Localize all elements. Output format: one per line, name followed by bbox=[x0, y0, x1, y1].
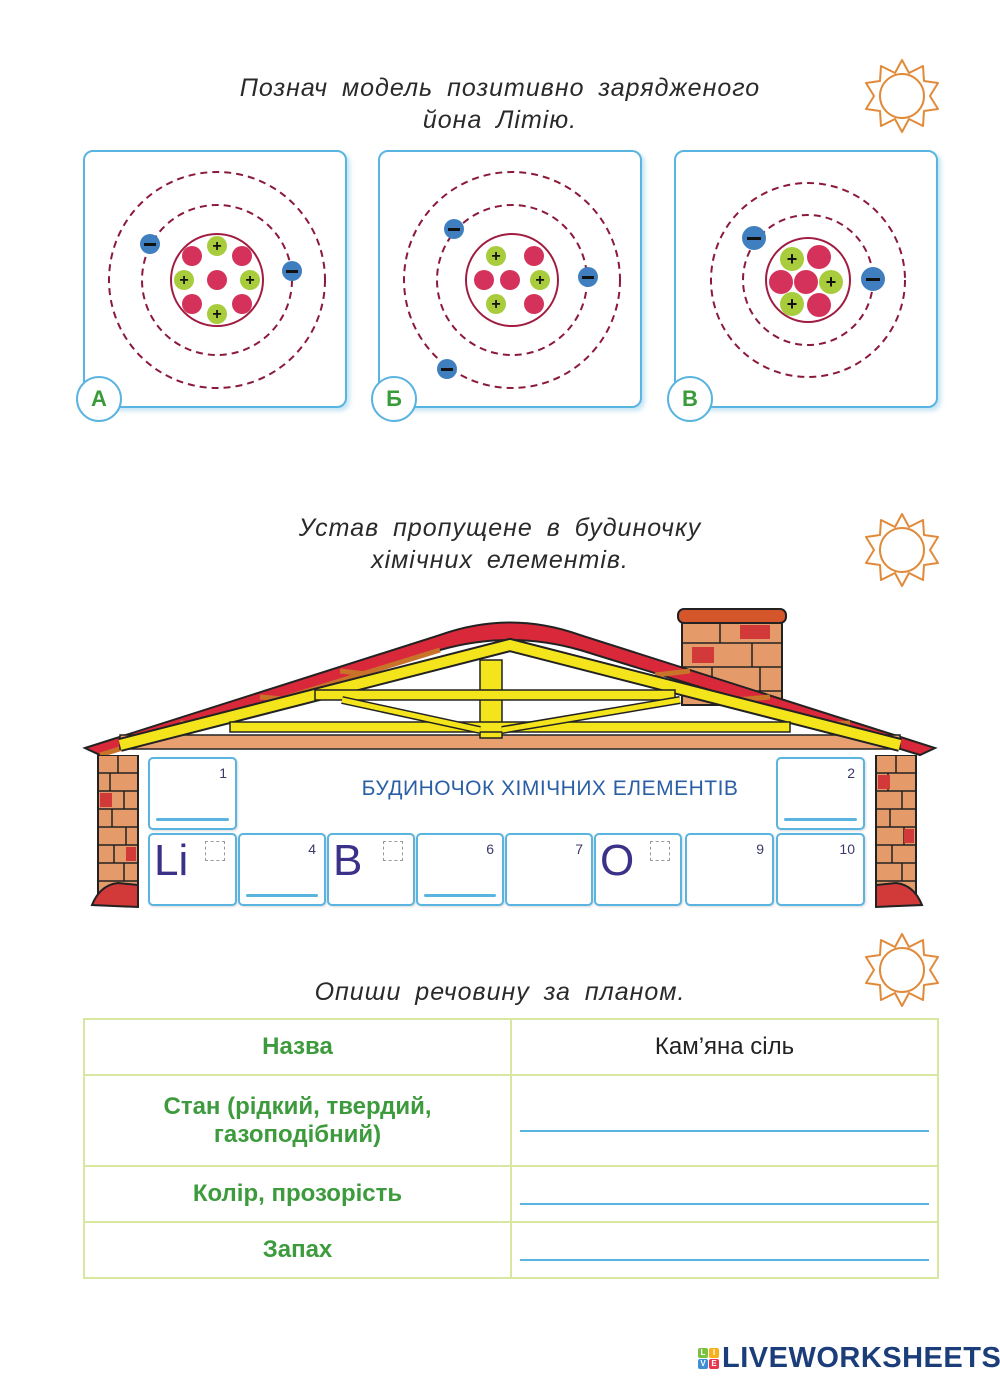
table-row: Назва Кам’яна сіль bbox=[83, 1018, 939, 1076]
option-label-v: В bbox=[667, 376, 713, 422]
smell-answer-line[interactable] bbox=[520, 1259, 929, 1261]
color-answer-cell[interactable] bbox=[510, 1165, 939, 1223]
option-label-a: А bbox=[76, 376, 122, 422]
dotted-placeholder[interactable] bbox=[205, 841, 225, 861]
nucleus-a: + + + + bbox=[174, 236, 260, 324]
svg-text:+: + bbox=[787, 294, 798, 314]
logo-block-e: E bbox=[709, 1358, 719, 1369]
row-label-state: Стан (рідкий, твердий, газоподібний) bbox=[83, 1074, 512, 1167]
atom-option-v[interactable]: + + + В bbox=[667, 150, 938, 422]
element-cell-2[interactable]: 2 bbox=[776, 757, 865, 830]
logo-block-l: L bbox=[698, 1347, 708, 1358]
element-cell-4[interactable]: 4 bbox=[238, 833, 326, 906]
row-label-smell: Запах bbox=[83, 1221, 512, 1279]
state-answer-cell[interactable] bbox=[510, 1074, 939, 1167]
brick-pillar-left bbox=[90, 755, 139, 909]
sun-icon bbox=[865, 933, 939, 1007]
task2-title: Устав пропущене в будиночку хімічних еле… bbox=[0, 512, 1000, 576]
svg-text:+: + bbox=[212, 238, 221, 255]
cell-number: 4 bbox=[308, 841, 316, 857]
atom-model-b-cyr: + + + bbox=[403, 171, 621, 389]
atom-model-v: + + + bbox=[710, 182, 906, 378]
svg-text:+: + bbox=[826, 272, 837, 292]
element-cell-o: O bbox=[594, 833, 682, 906]
substance-plan-table: Назва Кам’яна сіль Стан (рідкий, твердий… bbox=[83, 1018, 939, 1279]
element-symbol: B bbox=[333, 836, 363, 885]
row-label-state-line2: газоподібний) bbox=[213, 1120, 382, 1148]
svg-text:+: + bbox=[491, 248, 500, 265]
option-label-b-cyr: Б bbox=[371, 376, 417, 422]
element-cell-1[interactable]: 1 bbox=[148, 757, 237, 830]
answer-line[interactable] bbox=[246, 894, 318, 897]
answer-line[interactable] bbox=[424, 894, 496, 897]
element-cell-7[interactable]: 7 bbox=[505, 833, 593, 906]
dotted-placeholder[interactable] bbox=[650, 841, 670, 861]
task1-title-line2: йона Літію. bbox=[422, 106, 578, 134]
atom-option-a[interactable]: + + + + А bbox=[76, 150, 347, 422]
brick-pillar-right bbox=[875, 755, 924, 909]
element-cell-li: Li bbox=[148, 833, 237, 906]
element-cell-10[interactable]: 10 bbox=[776, 833, 865, 906]
table-row: Стан (рідкий, твердий, газоподібний) bbox=[83, 1074, 939, 1167]
svg-text:+: + bbox=[535, 272, 544, 289]
element-cell-b: B bbox=[327, 833, 415, 906]
cell-number: 10 bbox=[839, 841, 855, 857]
nucleus-b-cyr: + + + bbox=[474, 246, 550, 314]
logo-blocks-icon: L I V E bbox=[698, 1347, 719, 1369]
element-cell-9[interactable]: 9 bbox=[685, 833, 774, 906]
answer-line[interactable] bbox=[784, 818, 857, 821]
svg-text:+: + bbox=[245, 272, 254, 289]
logo-block-i: I bbox=[709, 1347, 719, 1358]
atom-option-b-cyr[interactable]: + + + Б bbox=[371, 150, 642, 422]
cell-number: 7 bbox=[575, 841, 583, 857]
logo-text: LIVEWORKSHEETS bbox=[722, 1341, 1000, 1374]
row-label-color: Колір, прозорість bbox=[83, 1165, 512, 1223]
row-label-name: Назва bbox=[83, 1018, 512, 1076]
dotted-placeholder[interactable] bbox=[383, 841, 403, 861]
logo-block-v: V bbox=[698, 1358, 708, 1369]
row-label-state-line1: Стан (рідкий, твердий, bbox=[163, 1092, 432, 1120]
element-symbol: Li bbox=[154, 836, 189, 885]
element-symbol: O bbox=[600, 836, 635, 885]
element-house: БУДИНОЧОК ХІМІЧНИХ ЕЛЕМЕНТІВ 1 2 Li 4 B … bbox=[80, 605, 940, 915]
roof-illustration bbox=[82, 608, 938, 758]
cell-number: 1 bbox=[219, 765, 227, 781]
house-title: БУДИНОЧОК ХІМІЧНИХ ЕЛЕМЕНТІВ bbox=[361, 777, 739, 800]
table-row: Запах bbox=[83, 1221, 939, 1279]
svg-text:+: + bbox=[179, 272, 188, 289]
svg-text:+: + bbox=[787, 249, 798, 269]
smell-answer-cell[interactable] bbox=[510, 1221, 939, 1279]
cell-number: 2 bbox=[847, 765, 855, 781]
task1-title-line1: Познач модель позитивно зарядженого bbox=[239, 74, 761, 102]
cell-number: 6 bbox=[486, 841, 494, 857]
state-answer-line[interactable] bbox=[520, 1130, 929, 1132]
sun-icon bbox=[865, 513, 939, 587]
task3-title: Опиши речовину за планом. bbox=[314, 978, 686, 1006]
liveworksheets-logo: L I V E LIVEWORKSHEETS bbox=[698, 1341, 1000, 1374]
task2-title-line2: хімічних елементів. bbox=[371, 546, 629, 574]
svg-text:+: + bbox=[212, 306, 221, 323]
task1-title: Познач модель позитивно зарядженого йона… bbox=[0, 72, 1000, 136]
color-answer-line[interactable] bbox=[520, 1203, 929, 1205]
table-row: Колір, прозорість bbox=[83, 1165, 939, 1223]
sun-icon bbox=[865, 59, 939, 133]
svg-text:+: + bbox=[491, 296, 500, 313]
atom-model-a: + + + + bbox=[108, 171, 326, 389]
nucleus-v: + + + bbox=[769, 245, 843, 317]
substance-name: Кам’яна сіль bbox=[510, 1018, 939, 1076]
element-cell-6[interactable]: 6 bbox=[416, 833, 504, 906]
cell-number: 9 bbox=[756, 841, 764, 857]
answer-line[interactable] bbox=[156, 818, 229, 821]
task2-title-line1: Устав пропущене в будиночку bbox=[298, 514, 702, 542]
